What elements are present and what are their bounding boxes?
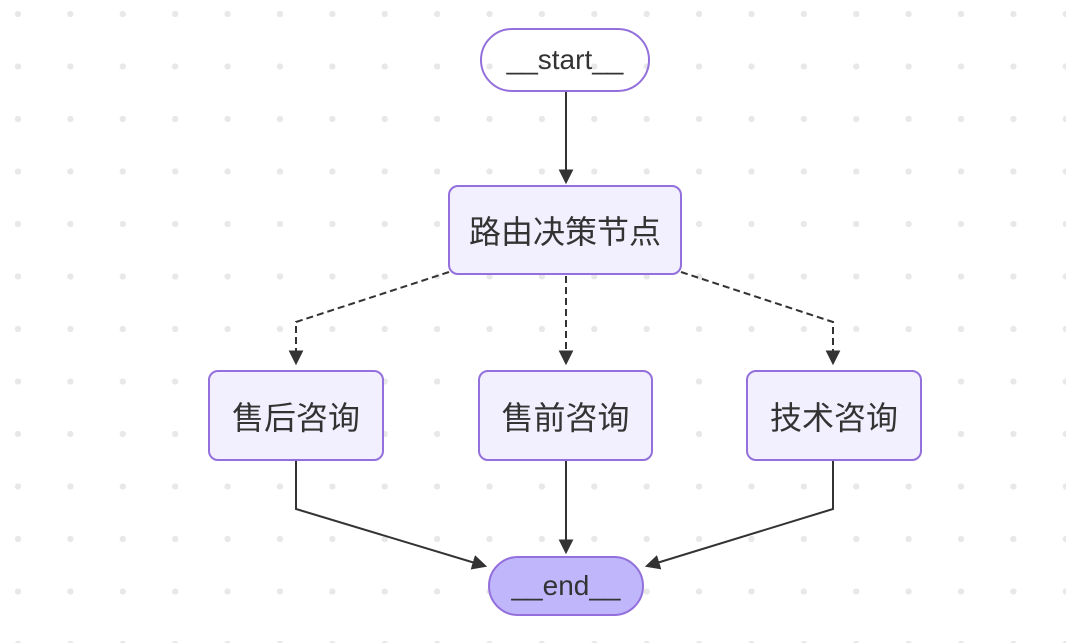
node-tech-label: 技术咨询: [769, 399, 898, 436]
edge-router-to-after-sales: [288, 271, 450, 366]
node-router[interactable]: 路由决策节点: [448, 185, 682, 275]
node-pre-sales[interactable]: 售前咨询: [478, 370, 653, 461]
node-start[interactable]: __start__: [480, 28, 650, 92]
node-end-label: __end__: [511, 570, 621, 601]
edge-router-to-tech: [680, 271, 841, 366]
edge-after-sales-to-end: [295, 461, 488, 570]
node-after-sales-label: 售后咨询: [231, 399, 360, 436]
edge-tech-to-end: [644, 461, 834, 570]
node-pre-sales-label: 售前咨询: [501, 399, 630, 436]
node-start-label: __start__: [506, 44, 624, 75]
node-end[interactable]: __end__: [488, 556, 644, 616]
node-router-label: 路由决策节点: [468, 214, 661, 250]
node-after-sales[interactable]: 售后咨询: [208, 370, 384, 461]
node-tech[interactable]: 技术咨询: [746, 370, 922, 461]
